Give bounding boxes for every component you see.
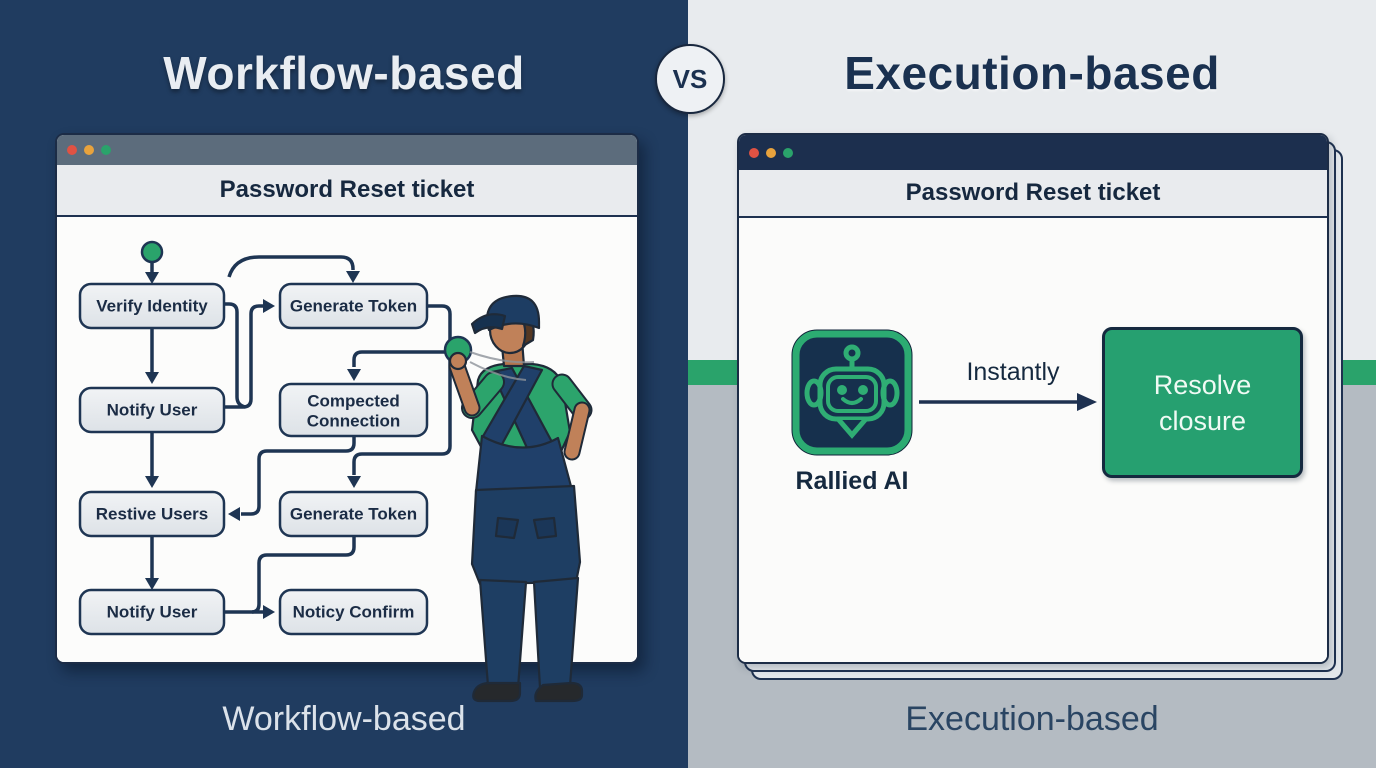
traffic-light-red-icon	[749, 147, 759, 158]
workflow-caption: Workflow-based	[222, 700, 466, 738]
flow-label: Restive Users	[96, 505, 208, 524]
result-line: closure	[1158, 405, 1247, 436]
workflow-title: Workflow-based	[163, 47, 525, 99]
technician-illustration	[443, 294, 593, 703]
ticket-title: Password Reset ticket	[57, 165, 637, 217]
resolve-closure-box: Resolve closure	[1102, 327, 1303, 478]
arrow-label: Instantly	[966, 358, 1060, 386]
traffic-light-red-icon	[67, 145, 77, 155]
workflow-panel: Workflow-based Password Reset ticket	[55, 47, 639, 738]
execution-area: Rallied AI Instantly Resolve closure	[739, 218, 1327, 662]
flow-node-notify-user-1	[78, 386, 226, 434]
instantly-arrow-icon	[919, 393, 1097, 411]
execution-browser-window: Password Reset ticket	[737, 133, 1329, 664]
vs-label: VS	[672, 63, 708, 94]
flow-label: Verify Identity	[96, 297, 208, 316]
traffic-light-green-icon	[101, 145, 111, 155]
result-line: Resolve	[1153, 369, 1252, 400]
execution-title: Execution-based	[844, 47, 1220, 99]
execution-caption: Execution-based	[905, 700, 1159, 738]
motion-lines	[469, 351, 535, 381]
flow-label: Generate Token	[290, 505, 417, 524]
robot-chatbot-icon	[791, 329, 913, 456]
traffic-light-green-icon	[783, 147, 793, 158]
window-titlebar	[57, 135, 637, 165]
execution-panel: Execution-based Password Reset ticket	[688, 0, 1376, 768]
agent-name-label: Rallied AI	[795, 467, 909, 495]
green-start-dot-icon	[140, 240, 164, 264]
flow-node-compected-connection	[278, 382, 429, 438]
flow-label: Compected	[307, 392, 400, 411]
flow-node-verify-identity	[78, 282, 226, 330]
vs-badge: VS	[655, 44, 725, 114]
flow-node-generate-token-2	[278, 490, 429, 538]
flow-node-restive-users	[78, 490, 226, 538]
traffic-light-yellow-icon	[766, 147, 776, 158]
flow-label: Notify User	[107, 401, 198, 420]
flow-label: Notify User	[107, 603, 198, 622]
flow-node-noticy-confirm	[278, 588, 429, 636]
traffic-light-yellow-icon	[84, 145, 94, 155]
workflow-flowchart: Verify Identity Generate Token Notify Us…	[78, 240, 452, 636]
flow-node-generate-token-1	[278, 282, 429, 330]
window-titlebar	[739, 135, 1327, 170]
flow-label: Connection	[307, 412, 401, 431]
flow-label: Generate Token	[290, 297, 417, 316]
flow-node-notify-user-2	[78, 588, 226, 636]
flow-label: Noticy Confirm	[293, 603, 415, 622]
ticket-title: Password Reset ticket	[739, 170, 1327, 218]
flow-connectors	[150, 255, 452, 614]
flow-arrowheads	[145, 271, 361, 619]
